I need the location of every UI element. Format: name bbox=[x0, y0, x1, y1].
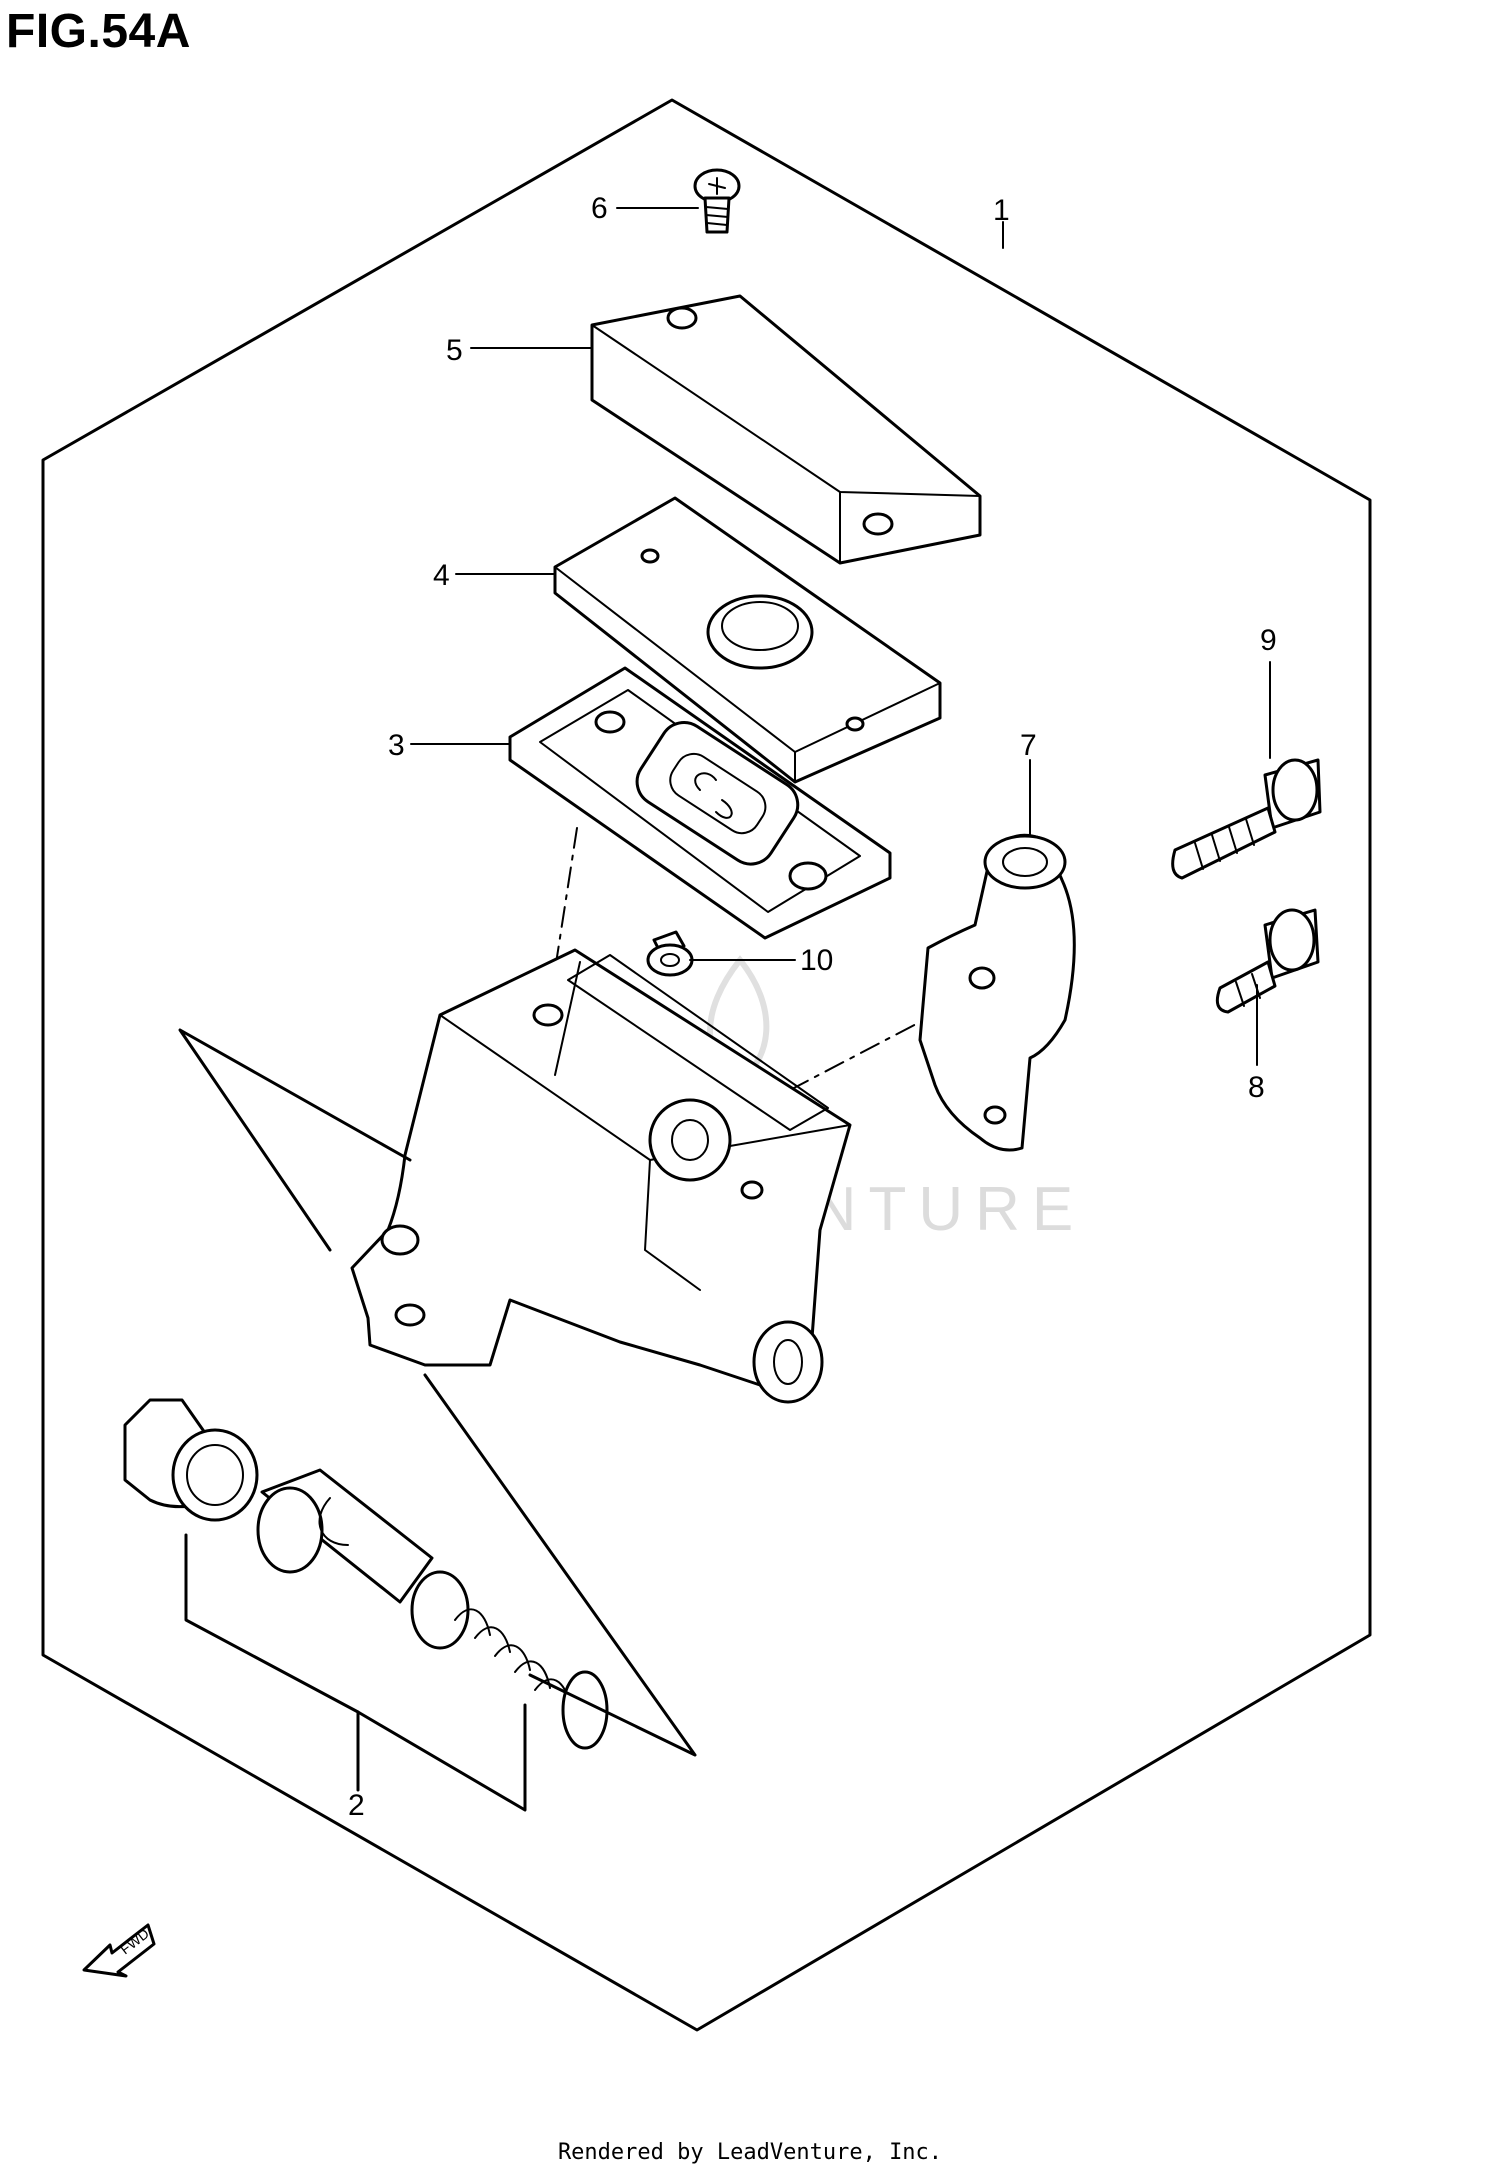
callout-1: 1 bbox=[993, 194, 1010, 227]
holder-icon bbox=[918, 833, 1076, 1152]
reservoir-cap-icon bbox=[590, 294, 982, 565]
callout-6: 6 bbox=[591, 192, 608, 225]
bolt-icon bbox=[1171, 758, 1322, 880]
switch-icon bbox=[646, 930, 694, 977]
callout-5: 5 bbox=[446, 334, 463, 367]
figure-title: FIG.54A bbox=[6, 5, 191, 58]
master-cylinder-body-icon bbox=[350, 948, 852, 1404]
callout-10: 10 bbox=[800, 944, 833, 977]
callout-8: 8 bbox=[1248, 1071, 1265, 1104]
bolt-icon bbox=[1215, 908, 1320, 1014]
fwd-arrow-icon: FWD bbox=[82, 1923, 156, 1978]
callout-9: 9 bbox=[1260, 624, 1277, 657]
callout-7: 7 bbox=[1020, 729, 1037, 762]
callout-3: 3 bbox=[388, 729, 405, 762]
part-2-bracket bbox=[184, 1533, 527, 1812]
alignment-lines bbox=[547, 827, 986, 1091]
leader-lines bbox=[410, 207, 1271, 1066]
piston-set-icon bbox=[123, 1398, 609, 1750]
footer-credit: Rendered by LeadVenture, Inc. bbox=[557, 2140, 943, 2165]
callout-labels: 1 2 3 4 5 6 7 8 9 10 bbox=[348, 192, 1277, 1822]
plate-icon bbox=[508, 666, 892, 940]
screw-icon bbox=[693, 168, 741, 234]
callout-2: 2 bbox=[348, 1789, 365, 1822]
assembly-outline bbox=[41, 98, 1372, 2032]
callout-4: 4 bbox=[433, 559, 450, 592]
kit-reference-lines bbox=[178, 1028, 697, 1757]
diaphragm-icon bbox=[553, 496, 942, 784]
